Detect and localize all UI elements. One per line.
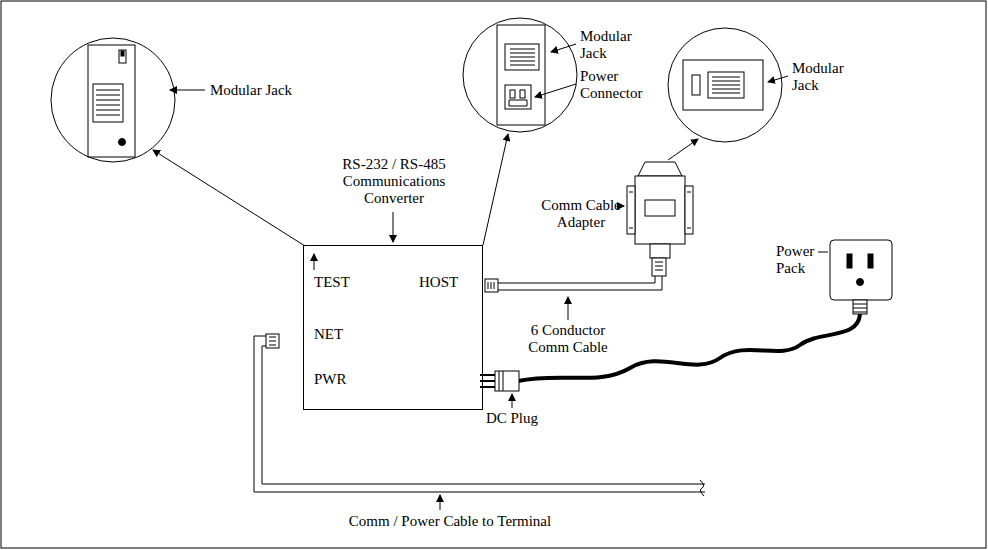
leader-arrow [170, 90, 205, 91]
power-cord [518, 314, 860, 381]
part-label: DC Plug [476, 410, 548, 427]
leader-arrow [551, 44, 576, 52]
detail-arrow [483, 134, 508, 245]
part-label: Comm / Power Cable to Terminal [330, 513, 570, 530]
jack-detail-left [51, 38, 175, 162]
leader-arrow [512, 394, 513, 408]
leader-arrow [622, 206, 624, 207]
terminal-cable [254, 334, 705, 496]
port-label: HOST [419, 274, 479, 291]
part-label: Modular Jack [792, 60, 854, 94]
leader-arrow [440, 495, 441, 510]
part-label: Comm Cable Adapter [540, 197, 622, 231]
part-label: 6 Conductor Comm Cable [518, 322, 618, 356]
part-label: Modular Jack [210, 82, 320, 99]
jack-detail-adapter [668, 28, 782, 142]
device-title: RS-232 / RS-485 Communications Converter [326, 156, 462, 207]
dc-plug [480, 371, 519, 391]
leader-arrow [314, 254, 315, 270]
detail-arrow [668, 139, 698, 160]
part-label: Power Connector [580, 68, 658, 102]
leader-arrow [535, 84, 576, 97]
leader-arrow [393, 212, 394, 242]
port-label: PWR [314, 371, 374, 388]
db-adapter [627, 162, 693, 276]
detail-arrow [153, 150, 305, 246]
part-label: Power Pack [776, 243, 818, 277]
jack-detail-host [463, 18, 577, 132]
port-label: NET [314, 326, 374, 343]
comm-cable [485, 276, 662, 292]
port-label: TEST [314, 274, 374, 291]
power-pack [830, 240, 892, 314]
leader-arrow [768, 76, 788, 82]
part-label: Modular Jack [580, 28, 642, 62]
leader-arrow [568, 297, 569, 320]
converter-box: RS-232 / RS-485 Communications Converter… [303, 245, 483, 410]
leader-line [818, 252, 828, 253]
